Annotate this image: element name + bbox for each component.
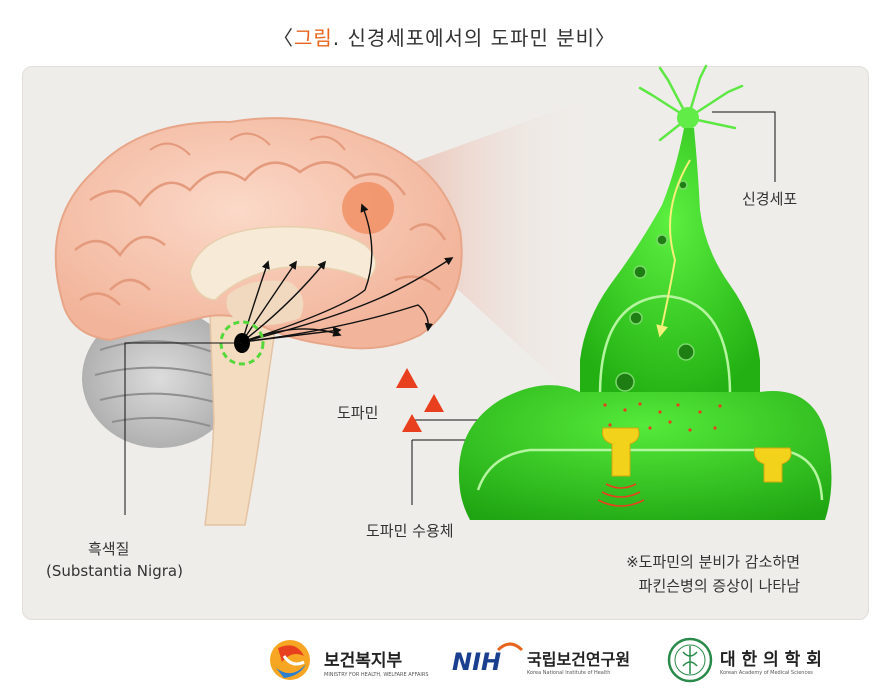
title-bracket-close: 〉 bbox=[595, 26, 617, 50]
postsynaptic-cell bbox=[458, 385, 832, 520]
title-accent: 그림 bbox=[293, 26, 333, 50]
note-line-1: ※도파민의 분비가 감소하면 bbox=[626, 553, 800, 571]
label-substantia-en: (Substantia Nigra) bbox=[46, 562, 183, 580]
org-nih-sub: Korea National Institute of Health bbox=[527, 670, 611, 676]
title-bracket-open: 〈 bbox=[272, 26, 294, 50]
label-neuron: 신경세포 bbox=[742, 190, 798, 208]
dopamine-pathways bbox=[241, 203, 454, 343]
org-mohw-name: 보건복지부 bbox=[324, 651, 403, 671]
org-nih-mark: NIH bbox=[452, 648, 502, 676]
org-nih-name: 국립보건연구원 bbox=[527, 650, 631, 669]
figure-title: 〈그림. 신경세포에서의 도파민 분비〉 bbox=[0, 22, 889, 51]
dopamine-particles bbox=[603, 402, 722, 432]
mohw-logo-icon bbox=[270, 640, 310, 680]
dopamine-receptor-2 bbox=[753, 447, 792, 483]
kams-seal-icon bbox=[667, 637, 713, 683]
neuron-dendrites bbox=[638, 64, 744, 142]
nih-logo-icon bbox=[496, 642, 524, 652]
org-kams-sub: Korean Academy of Medical Sciences bbox=[720, 670, 813, 676]
dopamine-molecules bbox=[396, 368, 444, 432]
title-text: . 신경세포에서의 도파민 분비 bbox=[332, 26, 596, 50]
label-dopamine: 도파민 bbox=[337, 404, 379, 422]
note-line-2: 파킨슨병의 증상이 나타남 bbox=[638, 577, 800, 595]
neuron-soma bbox=[677, 107, 699, 129]
org-kams-name: 대 한 의 학 회 bbox=[720, 650, 822, 670]
label-substantia-ko: 흑색질 bbox=[88, 540, 130, 558]
parkinson-note: ※도파민의 분비가 감소하면 파킨슨병의 증상이 나타남 bbox=[470, 550, 800, 598]
vesicles bbox=[615, 180, 695, 392]
signal-arrow bbox=[656, 159, 691, 338]
dopamine-receptor bbox=[597, 427, 645, 507]
neuron-axon-terminal bbox=[580, 128, 760, 395]
cerebrum bbox=[54, 117, 463, 350]
label-receptor: 도파민 수용체 bbox=[366, 522, 454, 540]
org-mohw-sub: MINISTRY FOR HEALTH, WELFARE AFFAIRS bbox=[324, 672, 429, 678]
